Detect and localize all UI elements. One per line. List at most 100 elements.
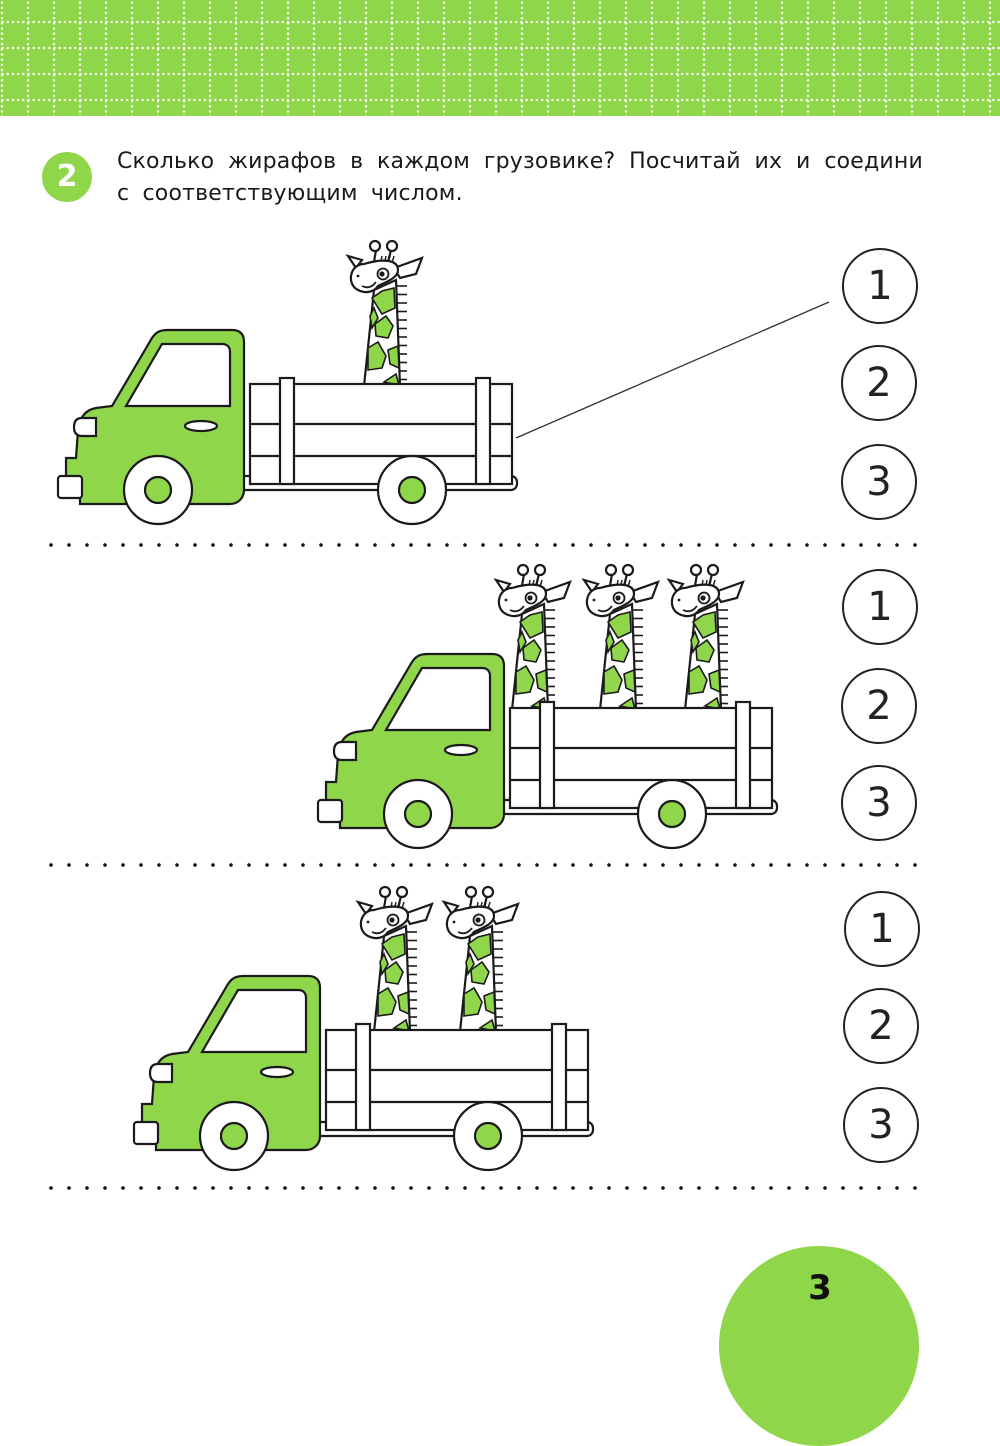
giraffe-spot — [623, 668, 636, 694]
giraffe-group — [345, 239, 424, 388]
truck — [316, 563, 779, 850]
truck-body — [132, 885, 595, 1172]
truck-hub — [403, 799, 433, 829]
giraffe-horn-tip — [385, 239, 399, 253]
giraffe-nostril — [356, 274, 360, 278]
truck-group — [132, 885, 595, 1172]
truck-group — [316, 563, 779, 850]
giraffe-spot — [367, 340, 387, 371]
giraffe-spot — [374, 314, 394, 339]
giraffe-group — [355, 885, 520, 1034]
giraffe — [493, 563, 572, 712]
giraffe-group — [493, 563, 745, 712]
cargo-post — [474, 376, 492, 486]
giraffe-nostril — [452, 920, 456, 924]
giraffe-spot — [518, 610, 544, 640]
giraffe-horn-tip — [689, 563, 703, 577]
giraffe-spot — [384, 960, 404, 985]
giraffe-smile — [597, 605, 613, 613]
giraffe-horn-tip — [706, 563, 720, 577]
giraffe — [345, 239, 424, 388]
task-number-badge: 2 — [42, 152, 92, 202]
truck-headlight — [332, 740, 358, 762]
giraffe — [581, 563, 660, 712]
truck-headlight — [72, 416, 98, 438]
giraffe-pupil — [527, 595, 533, 601]
giraffe-spot — [515, 664, 535, 695]
giraffe-horn-tip — [481, 885, 495, 899]
cargo-post — [278, 376, 296, 486]
giraffe-pupil — [475, 917, 481, 923]
giraffe-ear — [402, 902, 434, 926]
row-3-option-2[interactable]: 2 — [843, 988, 919, 1064]
truck-hub — [143, 475, 173, 505]
giraffe-spot — [603, 664, 623, 695]
giraffe-horn-tip — [516, 563, 530, 577]
giraffe-spot — [483, 990, 496, 1016]
giraffe-nostril — [592, 598, 596, 602]
giraffe-nostril — [366, 920, 370, 924]
giraffe-horn-tip — [464, 885, 478, 899]
truck-window — [124, 342, 232, 408]
giraffe — [441, 885, 520, 1034]
giraffe-ear — [392, 256, 424, 280]
giraffe-spot — [466, 932, 492, 962]
row-3-option-1[interactable]: 1 — [844, 891, 920, 967]
giraffe-ear — [488, 902, 520, 926]
giraffe-spot — [380, 932, 406, 962]
giraffe-spot — [688, 664, 708, 695]
truck-window — [384, 666, 492, 732]
row-2-option-2[interactable]: 2 — [841, 668, 917, 744]
giraffe-spot — [606, 610, 632, 640]
row-3-option-3[interactable]: 3 — [843, 1087, 919, 1163]
cargo-post — [734, 700, 752, 810]
truck-door-handle — [443, 743, 479, 757]
header-grid-banner — [0, 0, 1000, 116]
truck-body — [316, 563, 779, 850]
truck-bumper — [316, 798, 344, 824]
truck-hub — [397, 475, 427, 505]
cargo-post — [550, 1022, 568, 1132]
row-1-option-1[interactable]: 1 — [842, 248, 918, 324]
giraffe-ear — [540, 580, 572, 604]
truck-hub — [219, 1121, 249, 1151]
giraffe-nostril — [504, 598, 508, 602]
giraffe-spot — [369, 306, 379, 331]
row-1-option-2[interactable]: 2 — [841, 345, 917, 421]
dotted-separator — [42, 863, 922, 867]
row-1-option-3[interactable]: 3 — [841, 444, 917, 520]
truck-hub — [473, 1121, 503, 1151]
truck-headlight — [148, 1062, 174, 1084]
truck — [132, 885, 595, 1172]
cargo-post — [354, 1022, 372, 1132]
truck-door-handle — [259, 1065, 295, 1079]
giraffe-ear — [713, 580, 745, 604]
row-2-option-1[interactable]: 1 — [842, 569, 918, 645]
truck-bumper — [56, 474, 84, 500]
exercise-scene — [56, 239, 830, 1172]
row-2-option-3[interactable]: 3 — [841, 765, 917, 841]
truck-2 — [316, 563, 779, 850]
giraffe-spot — [535, 668, 548, 694]
truck — [56, 239, 519, 526]
giraffe-pupil — [379, 271, 385, 277]
giraffe-pupil — [389, 917, 395, 923]
giraffe-spot — [690, 630, 700, 655]
giraffe-smile — [457, 927, 473, 935]
giraffe-horn-tip — [621, 563, 635, 577]
giraffe-spot — [379, 952, 389, 977]
truck-1 — [56, 239, 519, 526]
giraffe-ear — [628, 580, 660, 604]
connector-line[interactable] — [515, 301, 830, 439]
giraffe-spot — [377, 986, 397, 1017]
giraffe-spot — [708, 668, 721, 694]
giraffe-spot — [691, 610, 717, 640]
giraffe-spot — [695, 638, 715, 663]
giraffe-spot — [463, 986, 483, 1017]
giraffe-smile — [682, 605, 698, 613]
truck-bumper — [132, 1120, 160, 1146]
page-number: 3 — [808, 1268, 832, 1308]
truck-door-handle — [183, 419, 219, 433]
giraffe-horn-tip — [395, 885, 409, 899]
giraffe-nostril — [677, 598, 681, 602]
